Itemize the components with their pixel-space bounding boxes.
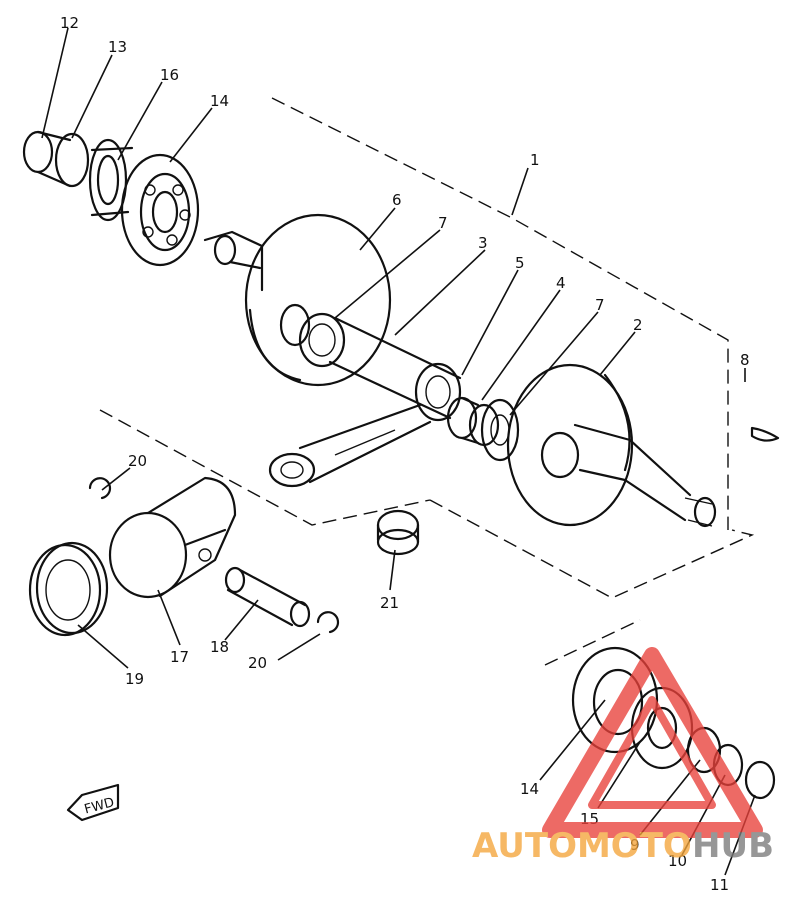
assembly-outline <box>99 97 755 666</box>
callout-21: 21 <box>380 594 399 612</box>
callout-16: 16 <box>160 66 179 84</box>
callout-17: 17 <box>170 648 189 666</box>
callout-14-bottom: 14 <box>520 780 539 798</box>
callout-2: 2 <box>633 316 643 334</box>
crank-pin <box>328 316 462 420</box>
callout-10: 10 <box>668 852 687 870</box>
callout-9: 9 <box>630 836 640 854</box>
callout-7-right: 7 <box>595 296 605 314</box>
callout-11: 11 <box>710 876 729 894</box>
circlip-upper <box>88 477 112 500</box>
callout-18: 18 <box>210 638 229 656</box>
callout-20-lower: 20 <box>248 654 267 672</box>
callout-19: 19 <box>125 670 144 688</box>
callout-20-upper: 20 <box>128 452 147 470</box>
pin-bearing <box>446 396 520 462</box>
callout-14-top: 14 <box>210 92 229 110</box>
callout-1: 1 <box>530 151 540 169</box>
leader-lines <box>41 27 756 876</box>
piston-pin <box>224 566 311 628</box>
callout-13: 13 <box>108 38 127 56</box>
callout-7-left: 7 <box>438 214 448 232</box>
fwd-arrow: FWD <box>66 783 120 822</box>
crank-web-left <box>203 213 392 387</box>
watermark-logo: AUTOMOTO HUB <box>472 647 774 866</box>
circlip-lower <box>316 611 340 634</box>
watermark-brand-automoto: AUTOMOTO <box>472 826 692 866</box>
callout-12: 12 <box>60 14 79 32</box>
piston-rings <box>28 541 109 637</box>
watermark-brand-hub: HUB <box>692 826 774 866</box>
callout-4: 4 <box>556 274 566 292</box>
small-end-bearing <box>376 509 420 556</box>
callout-3: 3 <box>478 234 488 252</box>
crank-web-right <box>506 363 717 528</box>
woodruff-key <box>750 426 780 442</box>
connecting-rod <box>268 362 462 488</box>
left-bearing-stack <box>22 130 200 267</box>
callout-numbers: 12 13 16 14 1 6 7 3 5 4 7 2 8 20 21 17 1… <box>60 14 750 894</box>
callout-5: 5 <box>515 254 525 272</box>
piston <box>108 476 237 599</box>
callout-8: 8 <box>740 351 750 369</box>
watermark-triangle-icon <box>542 647 763 838</box>
callout-6: 6 <box>392 191 402 209</box>
